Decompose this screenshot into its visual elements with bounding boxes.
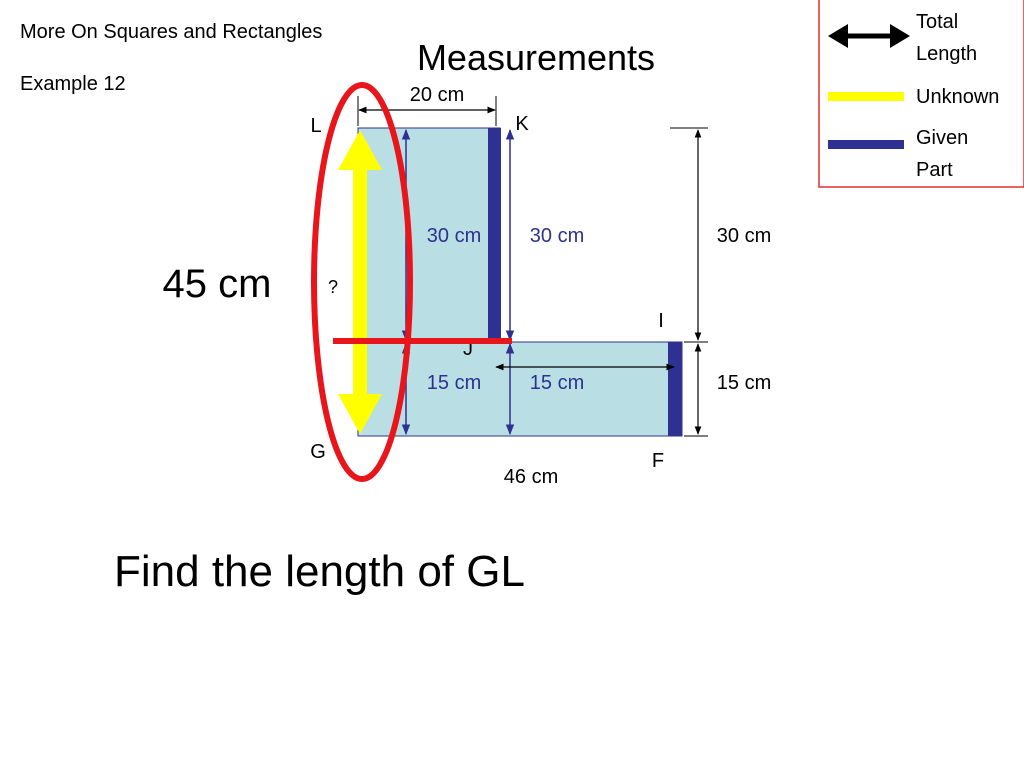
unknown-question-label: ? (328, 277, 338, 297)
vertex-j-label: J (463, 338, 473, 360)
example-label: Example 12 (20, 73, 126, 95)
given-part-bar-fi (668, 342, 682, 436)
inner-left-upper-label: 30 cm (427, 225, 481, 247)
outer-right-lower-label: 15 cm (717, 372, 771, 394)
vertex-i-label: I (658, 310, 664, 332)
inner-right-lower-label: 15 cm (530, 372, 584, 394)
outer-right-upper-label: 30 cm (717, 225, 771, 247)
vertex-g-label: G (310, 441, 326, 463)
inner-left-lower-label: 15 cm (427, 372, 481, 394)
unknown-yellow-arrow (338, 130, 382, 434)
inner-right-upper-label: 30 cm (530, 225, 584, 247)
red-highlight-ellipse (311, 82, 413, 482)
legend-given-part-label: Given Part (916, 127, 974, 181)
question-text: Find the length of GL (114, 547, 525, 596)
extension-lines (357, 96, 708, 437)
blue-line-icon (828, 140, 904, 149)
vertex-k-label: K (515, 113, 529, 135)
given-part-bar-jk (488, 128, 501, 342)
legend: Total Length Unknown Given Part (818, 0, 1024, 188)
vertex-l-label: L (310, 115, 321, 137)
bottom-width-label: 46 cm (504, 466, 558, 488)
legend-total-length-label: Total Length (916, 11, 977, 65)
double-arrow-icon (828, 24, 910, 48)
legend-unknown-label: Unknown (916, 86, 999, 108)
answer-label: 45 cm (163, 262, 272, 306)
top-width-label: 20 cm (410, 84, 464, 106)
vertex-f-label: F (652, 450, 664, 472)
topic-title: More On Squares and Rectangles (20, 21, 322, 43)
yellow-line-icon (828, 92, 904, 101)
page-title: Measurements (417, 37, 655, 78)
